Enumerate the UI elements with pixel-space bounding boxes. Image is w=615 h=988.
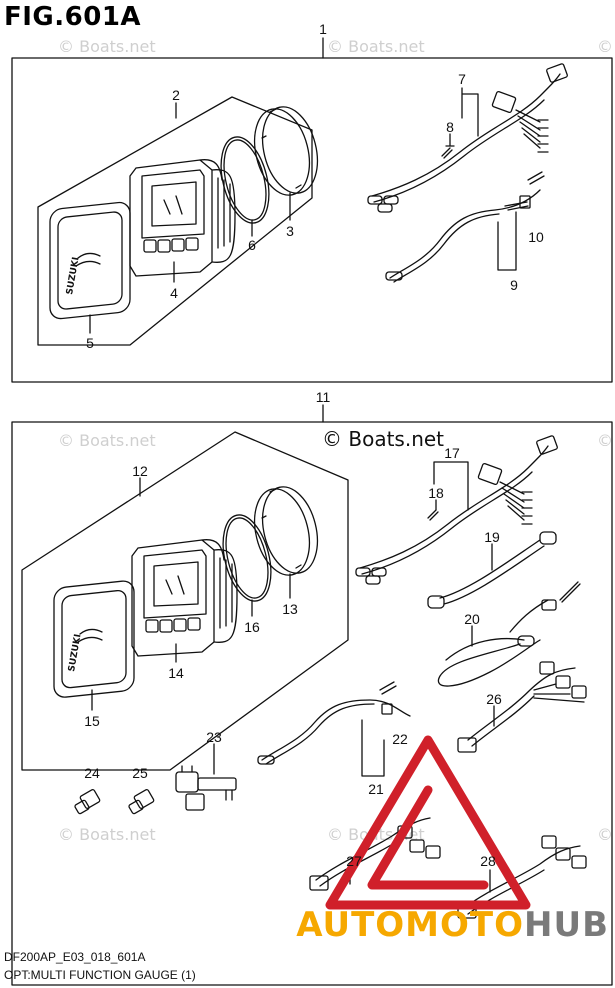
wiring-harness-9	[385, 171, 545, 283]
t-connector	[175, 765, 237, 811]
gauge-body	[131, 539, 238, 657]
brand-part-2: HUB	[524, 905, 609, 945]
callout-number: 21	[368, 781, 384, 797]
bezel-cover: SUZUKI	[53, 580, 135, 698]
callout-number: 4	[170, 285, 178, 301]
callout-number: 20	[464, 611, 480, 627]
bezel-cover: SUZUKI	[49, 201, 131, 320]
callout-number: 18	[428, 485, 444, 501]
gauge-subbox	[21, 431, 349, 771]
suzuki-logo-text: SUZUKI	[65, 256, 81, 295]
brand-wordmark: AUTOMOTOHUB	[296, 905, 609, 945]
figure-code: DF200AP_E03_018_601A	[4, 950, 146, 964]
section-1: SUZUKI	[11, 37, 613, 383]
o-ring-inner	[223, 139, 267, 221]
section-frame	[11, 421, 613, 986]
callout-number: 28	[480, 853, 496, 869]
callout-number: 8	[446, 119, 454, 135]
figure-title: FIG.601A	[4, 2, 142, 32]
callout-number: 26	[486, 691, 502, 707]
leader-line	[433, 461, 469, 511]
callout-number: 22	[392, 731, 408, 747]
callout-number: 25	[132, 765, 148, 781]
section-frame	[11, 57, 613, 383]
callout-number: 11	[316, 389, 331, 405]
terminator-plug	[74, 789, 101, 815]
callout-number: 15	[84, 713, 100, 729]
watermark: © Boats.net	[327, 37, 425, 56]
screw	[441, 145, 455, 159]
o-ring	[220, 136, 270, 224]
callout-number: 16	[244, 619, 260, 635]
wiring-harness-21	[257, 681, 411, 765]
callout-number: 2	[172, 87, 180, 103]
wiring-harness-17	[355, 435, 558, 585]
suzuki-emblem-icon	[75, 252, 101, 267]
watermark: © Boats.net	[58, 431, 156, 450]
brand-part-1: AUTOMOTO	[296, 905, 525, 945]
watermark: © Boats.net	[58, 825, 156, 844]
callout-number: 19	[484, 529, 500, 545]
watermark-center: © Boats.net	[322, 427, 444, 451]
figure-caption: OPT:MULTI FUNCTION GAUGE (1)	[4, 968, 196, 982]
callout-number: 5	[86, 335, 94, 351]
gauge-subbox	[37, 96, 313, 346]
watermark-edge: ©	[597, 431, 613, 450]
leader-line	[361, 719, 385, 777]
mounting-nut	[253, 106, 319, 196]
watermark-edge: ©	[597, 37, 613, 56]
section-11: SUZUKI	[11, 404, 613, 986]
watermark-edge: ©	[597, 825, 613, 844]
backbone-cable	[427, 531, 557, 609]
callout-number: 7	[458, 71, 466, 87]
callout-number: 23	[206, 729, 222, 745]
callout-number: 27	[346, 853, 362, 869]
wiring-harness-26	[457, 661, 587, 753]
suzuki-emblem-icon	[77, 628, 103, 643]
leader-line	[461, 87, 479, 137]
callout-number: 12	[132, 463, 148, 479]
automotohub-logo-icon	[325, 735, 531, 910]
callout-number: 3	[286, 223, 294, 239]
callout-number: 9	[510, 277, 518, 293]
screw	[427, 509, 439, 521]
drop-cable	[437, 581, 581, 687]
suzuki-logo-text: SUZUKI	[67, 633, 83, 672]
watermark: © Boats.net	[58, 37, 156, 56]
o-ring-inner	[225, 517, 269, 599]
o-ring	[222, 514, 272, 602]
mounting-nut	[253, 486, 319, 576]
callout-number: 17	[444, 445, 460, 461]
terminator-socket	[128, 789, 155, 815]
callout-number: 14	[168, 665, 184, 681]
callout-number: 24	[84, 765, 100, 781]
callout-number: 1	[319, 21, 327, 37]
callout-number: 13	[282, 601, 298, 617]
leader-line	[497, 211, 517, 271]
watermark-group: © Boats.net © Boats.net © © Boats.net © …	[58, 37, 613, 844]
gauge-body	[129, 159, 236, 277]
callout-number: 10	[528, 229, 544, 245]
callout-number: 6	[248, 237, 256, 253]
wiring-harness-7	[367, 63, 568, 213]
callout-labels: 1 2 3 4 5 6 7 8 9 10 11 12 13 14 15 16 1…	[84, 21, 544, 869]
